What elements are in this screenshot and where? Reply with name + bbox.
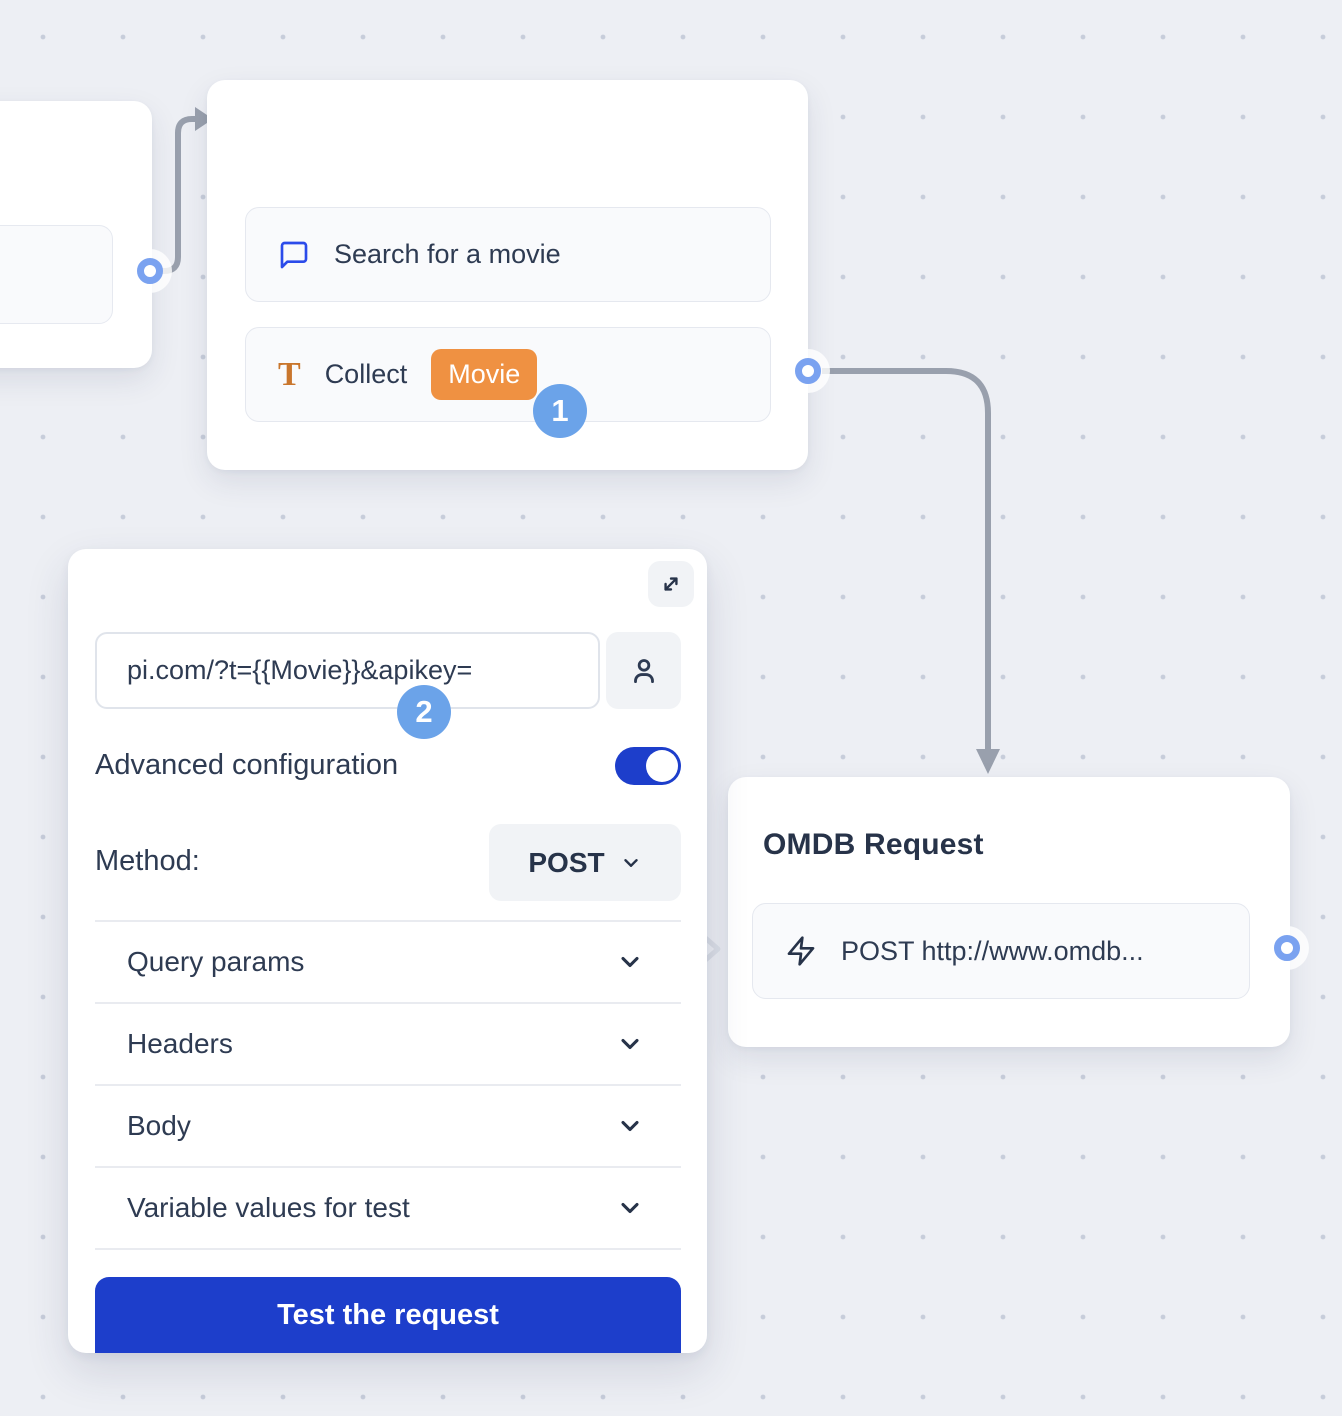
person-icon: [627, 654, 661, 688]
accordion-section-query-params[interactable]: Query params: [95, 920, 681, 1002]
chevron-down-icon: [616, 1030, 644, 1058]
advanced-configuration-label: Advanced configuration: [95, 749, 399, 781]
advanced-configuration-toggle[interactable]: [615, 747, 681, 785]
accordion-label: Headers: [127, 1028, 233, 1059]
partial-node-card[interactable]: [0, 101, 152, 368]
accordion-section-variable-values[interactable]: Variable values for test: [95, 1166, 681, 1248]
accordion-label: Variable values for test: [127, 1192, 410, 1223]
node-row-label: POST http://www.omdb...: [841, 935, 1144, 966]
accordion-section-headers[interactable]: Headers: [95, 1002, 681, 1084]
node-row-search-message[interactable]: Search for a movie: [245, 207, 771, 302]
url-input-value: pi.com/?t={{Movie}}&apikey=: [127, 655, 473, 685]
test-request-button[interactable]: Test the request: [95, 1277, 681, 1353]
webhook-editor-panel: pi.com/?t={{Movie}}&apikey= Advanced con…: [68, 549, 707, 1353]
movie-search-node-card[interactable]: Movie search Search for a movie T Collec…: [207, 80, 808, 470]
node-row-webhook[interactable]: POST http://www.omdb...: [752, 903, 1250, 999]
omdb-output-port[interactable]: [1274, 935, 1300, 961]
chevron-down-icon: [616, 1112, 644, 1140]
node-title: OMDB Request: [763, 828, 984, 861]
partial-node-output-port[interactable]: [137, 258, 163, 284]
chat-bubble-icon: [278, 239, 310, 271]
person-icon-button[interactable]: [606, 632, 681, 709]
accordion-section-body[interactable]: Body: [95, 1084, 681, 1166]
movie-variable-chip: Movie: [431, 349, 538, 400]
accordion-label: Query params: [127, 946, 305, 977]
expand-button[interactable]: [648, 561, 694, 607]
omdb-input-chevron-icon: [692, 930, 726, 973]
accordion-label: Body: [127, 1110, 191, 1141]
text-T-icon: T: [278, 355, 301, 393]
step-badge-2: 2: [397, 685, 451, 739]
partial-node-row[interactable]: [0, 225, 113, 324]
toggle-knob: [646, 750, 678, 782]
chevron-down-icon: [616, 948, 644, 976]
expand-diagonal-icon: [658, 571, 684, 597]
method-select[interactable]: POST: [489, 824, 681, 901]
request-config-accordion: Query params Headers Body Variable value…: [95, 920, 681, 1250]
chevron-down-icon: [620, 852, 642, 874]
movie-search-output-port[interactable]: [795, 358, 821, 384]
step-badge-1: 1: [533, 384, 587, 438]
node-row-label: Collect: [324, 359, 408, 389]
method-value: POST: [528, 846, 605, 878]
method-label: Method:: [95, 845, 200, 877]
node-row-label: Search for a movie: [334, 239, 561, 269]
lightning-bolt-icon: [785, 935, 817, 967]
chevron-down-icon: [616, 1194, 644, 1222]
omdb-request-node-card[interactable]: OMDB Request POST http://www.omdb...: [728, 777, 1290, 1047]
node-row-collect[interactable]: T Collect Movie: [245, 327, 771, 422]
url-input[interactable]: pi.com/?t={{Movie}}&apikey=: [95, 632, 600, 709]
